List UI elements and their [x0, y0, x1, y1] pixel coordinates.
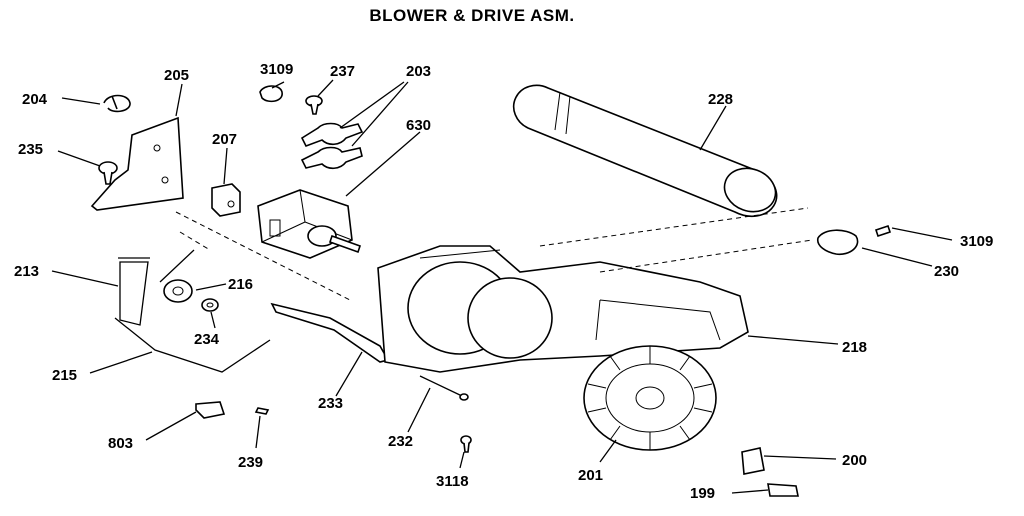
- part-205-bracket: [90, 116, 184, 211]
- label-803: 803: [108, 435, 133, 452]
- label-233: 233: [318, 395, 343, 412]
- label-228: 228: [708, 91, 733, 108]
- label-204: 204: [22, 91, 48, 108]
- label-213: 213: [14, 263, 39, 280]
- part-232-pin: [419, 375, 469, 401]
- part-230-clip: [816, 229, 859, 256]
- part-233-support-arm: [270, 302, 390, 363]
- part-207-switch: [211, 183, 241, 217]
- part-234-bushing: [201, 298, 219, 312]
- label-203: 203: [406, 63, 431, 80]
- part-3109-screw-right: [874, 224, 892, 238]
- label-237: 237: [330, 63, 355, 80]
- part-213-idler-bracket: [118, 257, 150, 326]
- label-199: 199: [690, 485, 715, 502]
- label-3118: 3118: [436, 473, 469, 490]
- part-218-blower-housing: [377, 245, 749, 373]
- label-3109-top: 3109: [260, 61, 293, 78]
- label-232: 232: [388, 433, 413, 450]
- label-201: 201: [578, 467, 603, 484]
- part-803-clip: [195, 401, 226, 419]
- part-200-bracket: [741, 447, 765, 475]
- label-3109-right: 3109: [960, 233, 993, 250]
- label-216: 216: [228, 276, 253, 293]
- label-630: 630: [406, 117, 431, 134]
- leader-lines: [51, 79, 953, 494]
- alignment-lines: [175, 207, 813, 301]
- label-215: 215: [52, 367, 77, 384]
- label-218: 218: [842, 339, 867, 356]
- part-201-blower-wheel: [583, 345, 717, 451]
- part-630-motor: [257, 189, 362, 259]
- label-207: 207: [212, 131, 237, 148]
- label-205: 205: [164, 67, 189, 84]
- part-203-clamp-lower: [300, 146, 363, 170]
- part-199-plug: [767, 483, 799, 497]
- label-230: 230: [934, 263, 959, 280]
- part-237-screw: [305, 95, 323, 115]
- part-239-screw: [254, 407, 270, 415]
- label-235: 235: [18, 141, 43, 158]
- part-228-duct: [512, 84, 778, 218]
- diagram-title: BLOWER & DRIVE ASM.: [369, 6, 575, 25]
- part-235-screw: [98, 161, 118, 185]
- label-200: 200: [842, 452, 867, 469]
- label-239: 239: [238, 454, 263, 471]
- label-234: 234: [194, 331, 220, 348]
- part-204-clip: [103, 94, 131, 113]
- part-3118-screw: [460, 435, 472, 453]
- part-215-rod: [114, 317, 271, 373]
- part-3109-clip-top: [259, 85, 283, 103]
- part-labels: 204 205 235 3109 237 203 630 207 228 310…: [14, 61, 993, 502]
- part-203-clamp-upper: [300, 122, 364, 148]
- part-216-pulley: [159, 249, 195, 303]
